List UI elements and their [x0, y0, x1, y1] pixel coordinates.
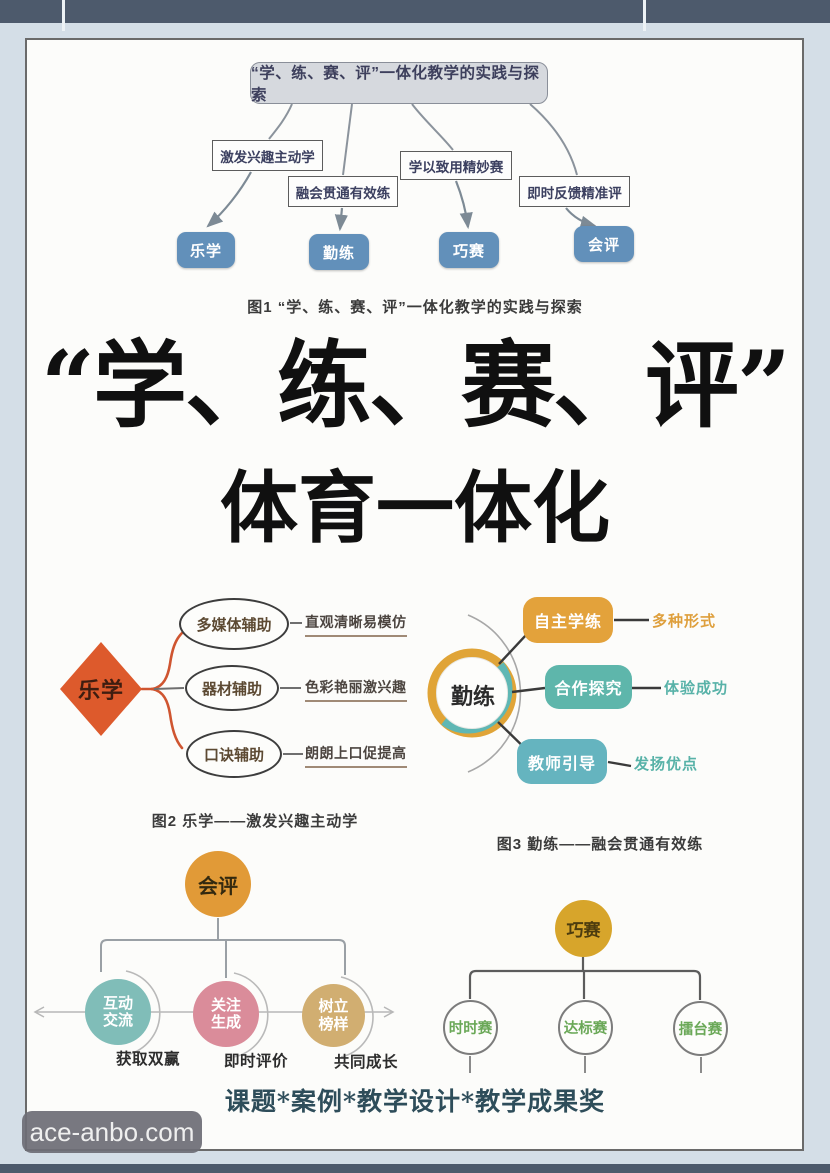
bottom-bar: [0, 1164, 830, 1173]
fig1-branch-label-evaluate: 即时反馈精准评: [519, 176, 630, 207]
fig2-note-2: 色彩艳丽激兴趣: [305, 677, 407, 702]
fig1-branch-label-practice: 融会贯通有效练: [288, 176, 398, 207]
fig2-note-1: 直观清晰易模仿: [305, 612, 407, 637]
fig1-node-practice: 勤练: [309, 234, 369, 270]
fig3-node-cooperative-inquiry: 合作探究: [545, 665, 632, 709]
fig3-note-2: 体验成功: [664, 680, 729, 697]
fig4-label-2: 即时评价: [224, 1053, 289, 1070]
fig4-label-1: 获取双赢: [116, 1051, 181, 1068]
fig3-note-1: 多种形式: [652, 613, 717, 630]
fig3-center-circle-label: 勤练: [450, 684, 495, 709]
fig1-node-compete: 巧赛: [439, 232, 499, 268]
poster-title-line2: 体育一体化: [219, 463, 610, 554]
fig4-center-circle: 会评: [185, 851, 251, 917]
poster-title-line1: “学、练、赛、评”: [40, 331, 791, 441]
fig3-node-teacher-guidance: 教师引导: [517, 739, 607, 784]
fig2-caption: 图2 乐学——激发兴趣主动学: [151, 813, 359, 830]
fig5-node-timed-race: 时时赛: [443, 1000, 498, 1055]
page-sheet: [25, 38, 804, 1151]
fig5-center-circle: 巧赛: [555, 900, 612, 957]
fig5-node-standard-race: 达标赛: [558, 1000, 613, 1055]
fig2-node-mnemonic: 口诀辅助: [186, 730, 282, 778]
fig4-node-generation: 关注 生成: [193, 981, 259, 1047]
fig1-branch-label-compete: 学以致用精妙赛: [400, 151, 512, 180]
table-edge-line-right: [643, 0, 646, 31]
fig4-node-role-model: 树立 榜样: [302, 984, 365, 1047]
table-edge-line-left: [62, 0, 65, 31]
fig2-node-multimedia: 多媒体辅助: [179, 598, 289, 650]
fig3-node-self-study: 自主学练: [523, 597, 613, 643]
fig4-node-interaction: 互动 交流: [85, 979, 151, 1045]
fig1-branch-label-learn: 激发兴趣主动学: [212, 140, 323, 171]
fig1-caption: 图1 “学、练、赛、评”一体化教学的实践与探索: [247, 299, 583, 316]
fig2-note-3: 朗朗上口促提高: [305, 743, 407, 768]
top-bar: [0, 0, 830, 23]
fig5-node-arena-race: 擂台赛: [673, 1001, 728, 1056]
fig4-label-3: 共同成长: [334, 1054, 399, 1071]
footer-awards-text: 课题*案例*教学设计*教学成果奖: [224, 1087, 606, 1116]
fig1-node-learn: 乐学: [177, 232, 235, 268]
fig2-node-equipment: 器材辅助: [185, 665, 279, 711]
fig3-caption: 图3 勤练——融会贯通有效练: [496, 836, 704, 853]
watermark-badge: ace-anbo.com: [22, 1111, 202, 1153]
fig1-title-box: “学、练、赛、评”一体化教学的实践与探索: [250, 62, 548, 104]
fig3-note-3: 发扬优点: [634, 756, 699, 773]
fig1-node-evaluate: 会评: [574, 226, 634, 262]
